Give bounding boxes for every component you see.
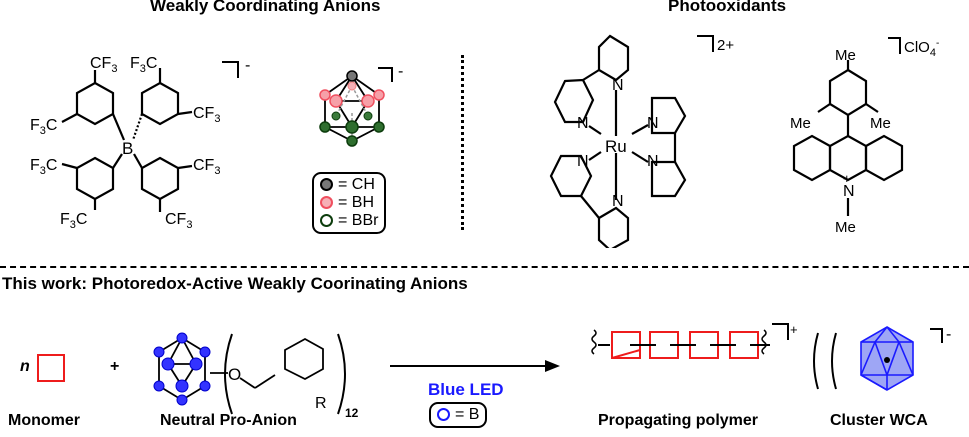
counterion: ClO4- xyxy=(904,38,939,59)
plus-sign: + xyxy=(110,358,120,375)
reaction-arrow xyxy=(390,360,560,372)
ring-ul xyxy=(75,81,115,126)
ring-ll xyxy=(75,156,115,201)
svg-text:N: N xyxy=(612,193,624,210)
svg-text:N: N xyxy=(612,77,624,94)
svg-text:12: 12 xyxy=(345,406,359,420)
svg-text:CF3: CF3 xyxy=(193,105,220,125)
legend-bh: = BH xyxy=(320,194,378,212)
monomer-n: n xyxy=(20,358,30,375)
heading-wca: Weakly Coordinating Anions xyxy=(150,0,381,15)
svg-text:CF3: CF3 xyxy=(165,211,192,231)
borate-structure: B CF3 F3C F3C CF3 F3C CF3 F3C CF3 - xyxy=(30,55,250,231)
boron-dot-icon xyxy=(437,408,450,422)
ru-complex-structure: Ru N N N N N N 2+ xyxy=(549,34,734,248)
polymer-chain: + xyxy=(591,322,798,359)
boron-legend: = B xyxy=(429,402,488,428)
monomer-square-icon xyxy=(37,354,65,382)
acridinium-n: N xyxy=(843,183,855,200)
svg-text:N: N xyxy=(647,153,659,170)
pro-anion-structure: O R 12 xyxy=(153,332,359,420)
svg-text:Me: Me xyxy=(870,115,891,132)
carborane-structure: - xyxy=(319,63,403,147)
svg-text:Me: Me xyxy=(790,115,811,132)
boron-atom: B xyxy=(122,139,133,158)
svg-text:N: N xyxy=(577,153,589,170)
svg-text:CF3: CF3 xyxy=(90,55,117,75)
svg-text:CF3: CF3 xyxy=(193,157,220,177)
vertical-divider xyxy=(461,55,464,230)
polymer-label: Propagating polymer xyxy=(598,412,759,429)
heading-photooxidants: Photooxidants xyxy=(668,0,787,15)
cluster-label: Cluster WCA xyxy=(830,412,928,429)
svg-text:N: N xyxy=(577,115,589,132)
svg-text:F3C: F3C xyxy=(60,211,87,231)
ru-atom: Ru xyxy=(605,137,627,156)
horizontal-divider xyxy=(0,266,969,268)
cluster-wca: - xyxy=(813,326,951,391)
svg-text:R: R xyxy=(315,395,327,412)
svg-text:Me: Me xyxy=(835,47,856,64)
svg-text:+: + xyxy=(843,171,851,186)
ring-lr xyxy=(140,156,180,201)
polymer-charge: + xyxy=(790,322,798,337)
svg-text:N: N xyxy=(647,115,659,132)
svg-text:F3C: F3C xyxy=(130,55,157,75)
carborane-charge: - xyxy=(398,63,403,80)
ring-ur xyxy=(140,81,180,126)
svg-text:F3C: F3C xyxy=(30,117,57,137)
acridinium-structure: Me Me Me N + Me ClO4- xyxy=(790,37,939,236)
ru-charge: 2+ xyxy=(717,37,734,54)
carborane-legend: = CH = BH = BBr xyxy=(312,172,387,234)
monomer-label: Monomer xyxy=(8,412,80,429)
cluster-charge: - xyxy=(946,326,951,343)
borate-charge: - xyxy=(245,57,250,74)
bbr-dot-icon xyxy=(320,214,333,228)
blue-led-label: Blue LED xyxy=(428,380,504,399)
legend-ch: = CH xyxy=(320,176,378,194)
heading-this-work: This work: Photoredox-Active Weakly Coor… xyxy=(2,274,468,293)
pro-anion-label: Neutral Pro-Anion xyxy=(160,412,297,429)
svg-text:F3C: F3C xyxy=(30,157,57,177)
ch-dot-icon xyxy=(320,178,333,192)
svg-text:Me: Me xyxy=(835,219,856,236)
bracket xyxy=(222,61,239,78)
legend-bbr: = BBr xyxy=(320,212,378,230)
bh-dot-icon xyxy=(320,196,333,210)
svg-text:O: O xyxy=(228,365,241,384)
